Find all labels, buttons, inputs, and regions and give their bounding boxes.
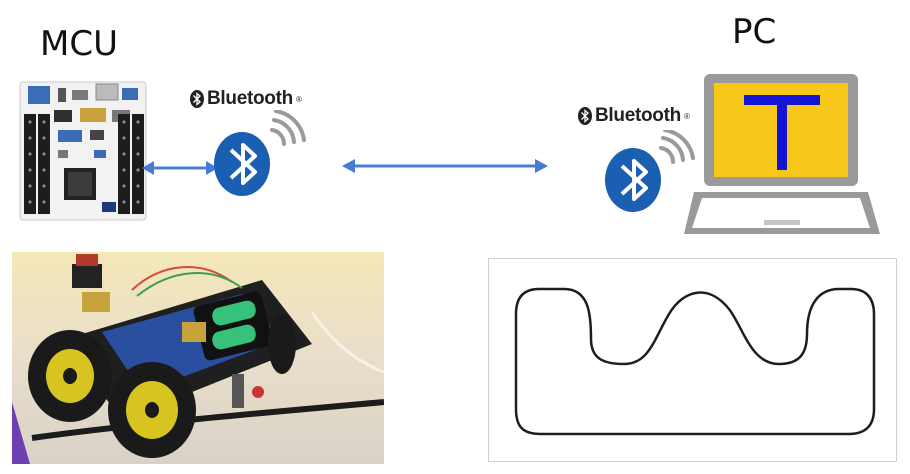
registered-mark: ® bbox=[295, 94, 302, 104]
laptop-icon bbox=[684, 74, 880, 234]
mcu-bluetooth-arrow bbox=[142, 161, 218, 175]
bluetooth-text: Bluetooth bbox=[207, 88, 293, 109]
bluetooth-icon bbox=[190, 90, 204, 108]
registered-mark: ® bbox=[683, 111, 690, 121]
mcu-board-icon bbox=[19, 81, 147, 221]
pc-title: PC bbox=[732, 12, 777, 52]
bluetooth-label-left: Bluetooth® bbox=[190, 88, 302, 110]
bluetooth-icon bbox=[578, 107, 592, 125]
track-panel bbox=[488, 258, 897, 462]
bluetooth-link-arrow bbox=[342, 159, 548, 173]
bluetooth-label-right: Bluetooth® bbox=[578, 105, 690, 127]
signal-waves-icon bbox=[270, 110, 306, 146]
track-path-icon bbox=[514, 287, 876, 436]
robot-car-photo bbox=[12, 252, 384, 464]
bluetooth-badge-left bbox=[214, 110, 306, 196]
mcu-title: MCU bbox=[40, 24, 118, 64]
bluetooth-text: Bluetooth bbox=[595, 105, 681, 126]
bluetooth-badge-right bbox=[605, 130, 695, 212]
signal-waves-icon bbox=[659, 130, 695, 164]
